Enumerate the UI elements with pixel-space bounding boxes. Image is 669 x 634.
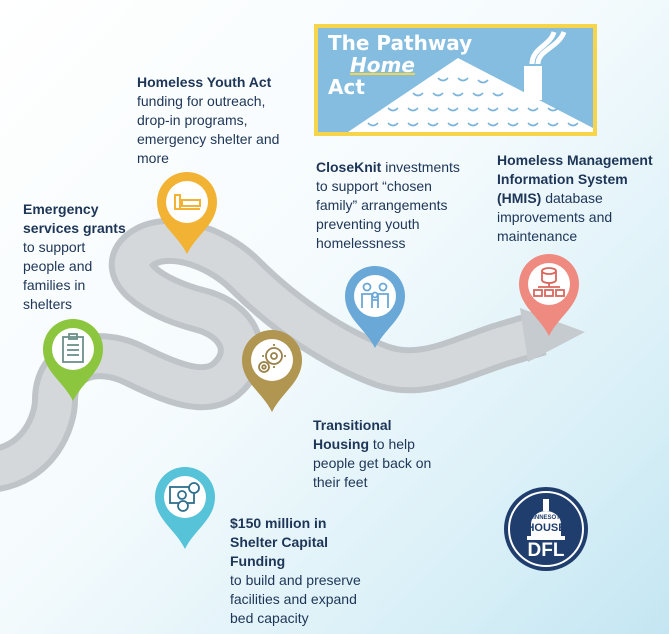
item-title: $150 million in Shelter Capital Funding — [230, 515, 329, 569]
item-title: Homeless Youth Act — [137, 74, 272, 90]
item-desc: investments to support “chosen family” a… — [316, 159, 460, 251]
item-desc: to help people get back on their feet — [313, 436, 432, 490]
item-desc: to build and preserve facilities and exp… — [230, 572, 361, 626]
item-title: Transitional Housing — [313, 417, 392, 452]
shelter-capital-text: $150 million in Shelter Capital Funding … — [230, 514, 370, 628]
gears-icon — [258, 344, 286, 373]
pin-emergency-services — [43, 319, 103, 401]
dfl-big-text: DFL — [528, 540, 565, 561]
logo-line1: The Pathway — [328, 31, 473, 55]
bed-icon — [174, 194, 201, 210]
pin-shelter-capital — [155, 467, 215, 549]
money-icon — [169, 482, 200, 512]
clipboard-icon — [62, 333, 84, 363]
family-icon — [361, 282, 389, 308]
item-desc: database improvements and maintenance — [497, 190, 613, 244]
hmis-text: Homeless Management Information System (… — [497, 151, 657, 246]
logo-line2: Home — [350, 53, 415, 77]
item-desc: to support people and families in shelte… — [23, 239, 93, 312]
roof-icon — [348, 30, 593, 132]
dfl-top-text: MINNESOTA — [528, 515, 564, 521]
pin-hmis — [519, 254, 579, 336]
minnesota-house-dfl-logo: MINNESOTA HOUSE DFL — [504, 487, 588, 571]
closeknit-text: CloseKnit investments to support “chosen… — [316, 158, 466, 253]
transitional-housing-text: Transitional Housing to help people get … — [313, 416, 438, 492]
item-title: CloseKnit — [316, 159, 382, 175]
logo-title: The Pathway Home Act — [328, 32, 472, 98]
pin-closeknit — [345, 266, 405, 348]
pin-homeless-youth-act — [157, 172, 217, 254]
emergency-services-text: Emergency services grants to support peo… — [23, 200, 128, 314]
logo-line3: Act — [328, 75, 365, 99]
dfl-mid-text: HOUSE — [526, 522, 565, 534]
pathway-home-act-logo: The Pathway Home Act — [314, 24, 597, 136]
database-network-icon — [533, 267, 565, 297]
homeless-youth-act-text: Homeless Youth Act funding for outreach,… — [137, 73, 297, 168]
item-desc: funding for outreach, drop-in programs, … — [137, 93, 280, 166]
item-title: Homeless Management Information System (… — [497, 152, 653, 206]
item-title: Emergency services grants — [23, 201, 126, 236]
pin-transitional-housing — [242, 330, 302, 412]
